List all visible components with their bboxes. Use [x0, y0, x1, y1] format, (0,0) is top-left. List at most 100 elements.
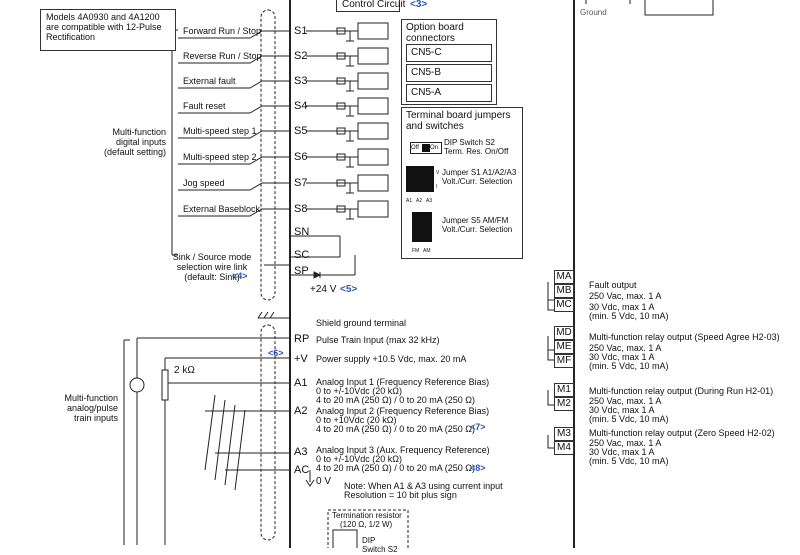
output-desc-0-2: 30 Vdc, max 1 A	[589, 302, 655, 312]
output-desc-0-3: (min. 5 Vdc, 10 mA)	[589, 311, 669, 321]
output-desc-0-0: Fault output	[589, 280, 637, 290]
output-desc-2-2: 30 Vdc, max 1 A	[589, 405, 655, 415]
note-line2: Resolution = 10 bit plus sign	[344, 490, 457, 500]
pv-desc: Power supply +10.5 Vdc, max. 20 mA	[316, 354, 467, 364]
input-label-s4: Fault reset	[183, 101, 226, 111]
option-board-panel: Option board connectors CN5-C CN5-B CN5-…	[401, 19, 497, 105]
a2-line2: 0 to +10Vdc (20 kΩ)	[316, 415, 397, 425]
s1-a3-label: A3	[426, 198, 433, 204]
input-contact-s5	[178, 130, 290, 139]
photocoupler-s4	[357, 97, 389, 115]
resistor-s5	[336, 127, 346, 135]
control-circuit-label-box	[336, 0, 400, 12]
filter-s2	[346, 56, 354, 67]
output-desc-3-1: 250 Vac, max. 1 A	[589, 438, 662, 448]
filter-s7	[346, 183, 354, 194]
input-contact-s3	[178, 80, 290, 89]
jumper-s5-label: Jumper S5 AM/FM Volt./Curr. Selection	[442, 216, 513, 234]
filter-s8	[346, 209, 354, 220]
terminal-s8: S8	[294, 203, 308, 215]
input-label-s6: Multi-speed step 2	[183, 152, 257, 162]
output-desc-3-3: (min. 5 Vdc, 10 mA)	[589, 456, 669, 466]
output-desc-2-1: 250 Vac, max. 1 A	[589, 396, 662, 406]
filter-s1	[346, 31, 354, 42]
option-board-title: Option board connectors	[406, 22, 464, 44]
terminal-s6: S6	[294, 151, 308, 163]
photocoupler-s7	[357, 174, 389, 192]
sink-source-label: Sink / Source mode selection wire link (…	[172, 252, 252, 282]
input-contact-s6	[178, 156, 290, 165]
terminal-s7: S7	[294, 177, 308, 189]
input-label-s2: Reverse Run / Stop	[183, 51, 262, 61]
terminal-board-panel: Terminal board jumpers and switches Off …	[401, 107, 523, 259]
ref-8: <8>	[470, 463, 486, 473]
terminal-plus-v: +V	[294, 353, 308, 365]
output-desc-0-1: 250 Vac, max. 1 A	[589, 291, 662, 301]
cn5a-label: CN5-A	[411, 87, 442, 98]
cn5b-connector: CN5-B	[406, 64, 492, 82]
output-terminal-mb: MB	[554, 284, 574, 298]
input-contact-s1	[178, 30, 290, 39]
dip-off-label: Off	[411, 145, 419, 151]
terminal-rp: RP	[294, 333, 310, 345]
cn5a-connector: CN5-A	[406, 84, 492, 102]
s1-i-label: I	[436, 184, 438, 190]
input-label-s5: Multi-speed step 1	[183, 126, 257, 136]
resistor-s6	[336, 153, 346, 161]
photocoupler-s8	[357, 200, 389, 218]
output-desc-1-0: Multi-function relay output (Speed Agree…	[589, 332, 780, 342]
term-res-dip: DIP	[362, 536, 376, 545]
a3-line1: Analog Input 3 (Aux. Frequency Reference…	[316, 445, 490, 455]
output-terminal-m4: M4	[554, 441, 574, 455]
analog-group-label: Multi-function analog/pulse train inputs	[64, 393, 118, 423]
sink-source-ref: <4>	[232, 271, 248, 281]
filter-s5	[346, 131, 354, 142]
a3-line2: 0 to +/-10Vdc (20 kΩ)	[316, 454, 403, 464]
terminal-s5: S5	[294, 125, 308, 137]
output-desc-1-2: 30 Vdc, max 1 A	[589, 352, 655, 362]
a1-line2: 0 to +/-10Vdc (20 kΩ)	[316, 386, 403, 396]
control-circuit-label: Control Circuit	[342, 0, 406, 10]
a1-line1: Analog Input 1 (Frequency Reference Bias…	[316, 377, 490, 387]
zero-volt-label: 0 V	[316, 476, 332, 487]
input-label-s8: External Baseblock	[183, 204, 261, 214]
terminal-s4: S4	[294, 100, 308, 112]
rp-desc: Pulse Train Input (max 32 kHz)	[316, 335, 440, 345]
terminal-a1: A1	[294, 377, 308, 389]
terminal-ac: AC	[294, 464, 310, 476]
input-contact-s7	[178, 182, 290, 191]
ground-label: Ground	[580, 8, 607, 17]
s5-fm-label: FM	[412, 248, 420, 254]
input-contact-s8	[178, 208, 290, 217]
pot-label: 2 kΩ	[174, 365, 195, 376]
terminal-sc: SC	[294, 249, 310, 261]
s1-a2-label: A2	[416, 198, 423, 204]
input-label-s3: External fault	[183, 76, 236, 86]
output-terminal-mf: MF	[554, 354, 574, 368]
output-terminal-m1: M1	[554, 383, 574, 397]
photocoupler-s2	[357, 47, 389, 65]
plus24-label: +24 V	[310, 284, 337, 295]
output-terminal-me: ME	[554, 340, 574, 354]
note-line1: Note: When A1 & A3 using current input	[344, 481, 503, 491]
output-terminal-ma: MA	[554, 270, 574, 284]
filter-s3	[346, 81, 354, 92]
output-desc-3-0: Multi-function relay output (Zero Speed …	[589, 428, 775, 438]
terminal-board-title: Terminal board jumpers and switches	[406, 110, 511, 132]
photocoupler-s1	[357, 22, 389, 40]
jumper-s5	[412, 212, 432, 242]
cn5c-connector: CN5-C	[406, 44, 492, 62]
output-desc-3-2: 30 Vdc, max 1 A	[589, 447, 655, 457]
terminal-s1: S1	[294, 25, 308, 37]
photocoupler-s3	[357, 72, 389, 90]
photocoupler-s5	[357, 122, 389, 140]
dip-switch-s2	[410, 142, 442, 154]
s1-a1-label: A1	[406, 198, 413, 204]
resistor-s7	[336, 179, 346, 187]
input-label-s1: Forward Run / Stop	[183, 26, 262, 36]
resistor-s4	[336, 102, 346, 110]
output-terminal-mc: MC	[554, 298, 574, 312]
s1-v-label: V	[436, 170, 440, 176]
terminal-a3: A3	[294, 446, 308, 458]
mfi-group-label: Multi-function digital inputs (default s…	[103, 127, 166, 157]
